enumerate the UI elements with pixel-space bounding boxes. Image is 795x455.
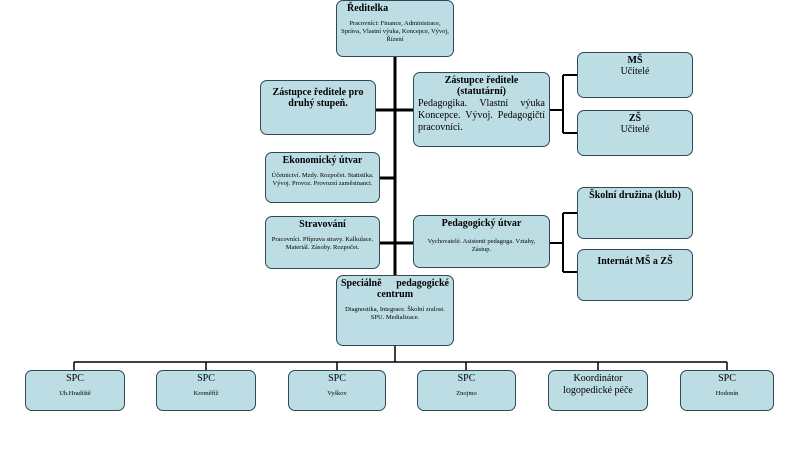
box-pedagogicky-text: Vychovatelé. Asistenti pedagoga. Vztahy,… xyxy=(427,238,536,253)
box-zastupce-statutarni: Zástupce ředitele (statutární) Pedagogik… xyxy=(413,72,550,147)
box-ekonomicky-title: Ekonomický útvar xyxy=(282,155,363,166)
box-ekonomicky-text: Účetnictví. Mzdy. Rozpočet. Statistika. … xyxy=(271,172,374,187)
box-pedagogicky-title: Pedagogický útvar xyxy=(441,218,522,229)
box-spc-kromeriz: SPC Kroměříž xyxy=(156,370,256,411)
box-spc-vyskov-title: SPC xyxy=(328,373,346,384)
box-zastupce-druhy-title: Zástupce ředitele pro druhý stupeň. xyxy=(272,87,364,109)
box-spc-znojmo: SPC Znojmo xyxy=(417,370,516,411)
box-ms: MŠ Učitelé xyxy=(577,52,693,98)
box-reditelka: Ředitelka Pracovníci: Finance, Administr… xyxy=(336,0,454,57)
box-zs-text: Učitelé xyxy=(620,124,650,135)
box-skolni-druzina-title: Školní družina (klub) xyxy=(589,190,681,201)
box-spc-uh-hradiste: SPC Uh.Hradiště xyxy=(25,370,125,411)
box-koordinator: Koordinátor logopedické péče xyxy=(548,370,648,411)
box-reditelka-text: Pracovníci: Finance, Administrace, Správ… xyxy=(341,20,449,43)
box-stravovani-text: Pracovníci. Příprava stravy. Kalkulace. … xyxy=(271,236,374,251)
box-stravovani: Stravování Pracovníci. Příprava stravy. … xyxy=(265,216,380,269)
box-skolni-druzina: Školní družina (klub) xyxy=(577,187,693,239)
box-zs: ZŠ Učitelé xyxy=(577,110,693,156)
box-spc-kromeriz-title: SPC xyxy=(197,373,215,384)
box-spc-kromeriz-text: Kroměříž xyxy=(193,390,219,397)
box-spc-vyskov: SPC Vyškov xyxy=(288,370,386,411)
box-ekonomicky: Ekonomický útvar Účetnictví. Mzdy. Rozpo… xyxy=(265,152,380,203)
box-spc-hodonin-title: SPC xyxy=(718,373,736,384)
box-spc-hodonin-text: Hodonín xyxy=(715,390,739,397)
box-internat: Internát MŠ a ZŠ xyxy=(577,249,693,301)
box-spc-centrum-text: Diagnostika, Integrace. Školní zralost. … xyxy=(345,306,445,321)
box-spc-vyskov-text: Vyškov xyxy=(327,390,347,397)
box-zastupce-druhy: Zástupce ředitele pro druhý stupeň. xyxy=(260,80,376,135)
box-spc-hodonin: SPC Hodonín xyxy=(680,370,774,411)
box-pedagogicky: Pedagogický útvar Vychovatelé. Asistenti… xyxy=(413,215,550,268)
box-internat-title: Internát MŠ a ZŠ xyxy=(597,256,673,267)
box-zs-title: ZŠ xyxy=(628,113,642,124)
box-spc-znojmo-title: SPC xyxy=(457,373,476,384)
box-ms-title: MŠ xyxy=(627,55,643,66)
box-stravovani-title: Stravování xyxy=(299,219,346,230)
box-spc-uh-hradiste-title: SPC xyxy=(66,373,84,384)
box-zastupce-statutarni-text: Pedagogika. Vlastní výuka Koncepce. Vývo… xyxy=(418,98,545,133)
box-spc-uh-hradiste-text: Uh.Hradiště xyxy=(59,390,91,397)
box-spc-centrum: Speciálně pedagogické centrum Diagnostik… xyxy=(336,275,454,346)
box-spc-znojmo-text: Znojmo xyxy=(456,390,477,397)
box-reditelka-title: Ředitelka xyxy=(347,3,389,14)
box-koordinator-title: Koordinátor logopedické péče xyxy=(563,373,633,396)
box-ms-text: Učitelé xyxy=(620,66,650,77)
box-zastupce-statutarni-title: Zástupce ředitele (statutární) xyxy=(444,75,519,97)
box-spc-centrum-title: Speciálně pedagogické centrum xyxy=(341,278,449,300)
